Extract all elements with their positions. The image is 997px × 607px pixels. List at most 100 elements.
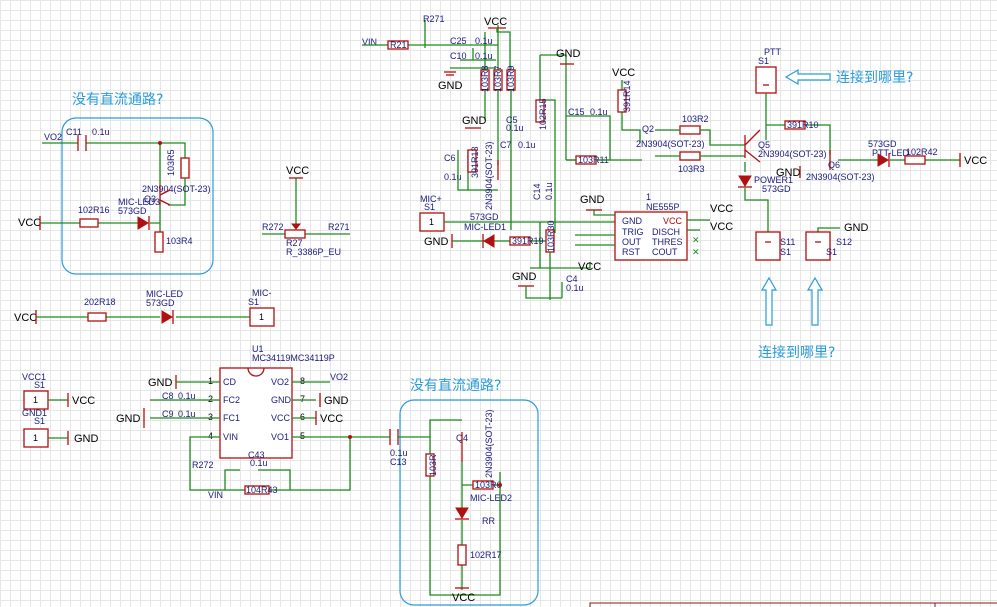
gnd-c5: GND: [462, 115, 487, 127]
c13-value: 0.1u: [390, 448, 408, 458]
r18-label: 202R18: [84, 297, 116, 307]
svg-text:1: 1: [259, 312, 264, 322]
arrow-up-icon-1: [760, 276, 778, 326]
ne555-ref: 1: [646, 192, 651, 202]
net-vo2-label: VO2: [44, 132, 62, 142]
vcc-net-top: VCC: [484, 16, 507, 28]
vcc-net-vcc1: VCC: [72, 395, 95, 407]
vcc-net-555-b: VCC: [710, 221, 733, 233]
ne555-section: MIC+ S1 1 573GD MIC-LED1 GND 391R19 103R…: [419, 192, 733, 300]
block-mic-amp-left: VO2 C11 0.1u 103R5 2N3904(SOT-23) Q3 VCC…: [18, 127, 211, 253]
gnd-q6: GND: [776, 167, 801, 179]
r6-label: 103R6: [475, 480, 502, 490]
c6-label: C6: [444, 153, 456, 163]
svg-text:✕: ✕: [692, 247, 700, 257]
svg-text:103R9: 103R9: [506, 65, 516, 92]
svg-text:S1: S1: [248, 297, 259, 307]
ptt-led-label: PTT-LED: [872, 148, 910, 158]
svg-text:391R13: 391R13: [470, 146, 480, 178]
r10-label: 391R10: [787, 120, 819, 130]
gnd1-label: GND1: [22, 408, 47, 418]
q3-ref: Q3: [144, 194, 156, 204]
svg-text:8: 8: [300, 376, 305, 386]
vcc-net-555-rst: VCC: [578, 261, 601, 273]
c25-label: C25: [450, 36, 467, 46]
r4-label: 103R4: [166, 236, 193, 246]
s11-connector[interactable]: [755, 231, 781, 261]
title-block-edge: [589, 602, 997, 607]
ptt-section: PTT S1 391R10 103R2 103R3 Q2 2N3904(SOT-…: [636, 47, 987, 261]
svg-text:0.1u: 0.1u: [475, 51, 493, 61]
r27-label: R27: [286, 238, 303, 248]
q4-part: 2N3904(SOT-23): [484, 409, 494, 478]
vcc-net-u1: VCC: [320, 413, 343, 425]
r30-label: 103R30: [546, 220, 556, 252]
mic-minus-connector[interactable]: [249, 307, 275, 327]
svg-text:VCC: VCC: [663, 216, 683, 226]
svg-text:0.1u: 0.1u: [444, 172, 462, 182]
q2-ref: Q2: [642, 124, 654, 134]
svg-text:0.1u: 0.1u: [178, 391, 196, 401]
u1-ref: U1: [252, 344, 264, 354]
r11-label: 103R11: [578, 155, 609, 165]
gnd-top-left: GND: [438, 80, 463, 92]
r27-part: R_3386P_EU: [286, 247, 341, 257]
c14-label: C14: [532, 183, 542, 200]
r272-u1: R272: [192, 460, 214, 470]
q4-stage: 0.1u C13 103R Q4 2N3904(SOT-23) 103R6 MI…: [380, 409, 512, 604]
svg-text:CD: CD: [223, 377, 236, 387]
vcc-net-2: VCC: [14, 312, 37, 324]
svg-text:1: 1: [208, 376, 213, 386]
svg-text:S1: S1: [424, 202, 435, 212]
svg-text:103R7: 103R7: [493, 65, 503, 92]
svg-text:DISCH: DISCH: [652, 227, 680, 237]
note-connect-to-2: 连接到哪里?: [758, 344, 835, 361]
svg-text:S1: S1: [34, 416, 45, 426]
svg-text:0.1u: 0.1u: [590, 107, 608, 117]
mic-led-label: MIC-LED: [146, 289, 184, 299]
svg-text:S1: S1: [826, 247, 837, 257]
c9-label: C9: [162, 409, 174, 419]
note-box-2: [399, 399, 539, 606]
c43-label: C43: [248, 450, 265, 460]
svg-text:GND: GND: [622, 216, 643, 226]
power-connectors: VCC1 S1 1 VCC GND1 S1 1 GND: [22, 372, 99, 448]
r15-label: 102R15: [538, 98, 548, 130]
u1-part: MC34119MC34119P: [252, 353, 335, 363]
mic-led3-label: MIC-LED3: [118, 197, 160, 207]
note-connect-to-1: 连接到哪里?: [836, 69, 913, 86]
r16-label: 102R16: [78, 205, 110, 215]
svg-text:5: 5: [300, 431, 305, 441]
svg-text:0.1u: 0.1u: [475, 36, 493, 46]
vcc-net-555-a: VCC: [710, 203, 733, 215]
mic-minus-label: MIC-: [252, 288, 272, 298]
r5-label: 103R5: [166, 149, 176, 176]
svg-text:1: 1: [33, 433, 38, 443]
c11-label: C11: [66, 127, 82, 137]
r272-label: R272: [262, 222, 284, 232]
svg-text:COUT: COUT: [652, 247, 678, 257]
svg-text:2: 2: [208, 394, 213, 404]
vcc-net-ptt: VCC: [964, 155, 987, 167]
q5-part: 2N3904(SOT-23): [758, 149, 827, 159]
svg-text:S1: S1: [758, 56, 769, 66]
top-centre-network: VIN R21 R271 VCC C25 0.1u C10 0.1u GND 1…: [362, 14, 642, 233]
vcc1-label: VCC1: [22, 372, 46, 382]
s12-label: S12: [836, 237, 852, 247]
gnd-r15: GND: [556, 48, 581, 60]
mic-led3-part: 573GD: [118, 206, 147, 216]
gnd-u1-fc: GND: [116, 413, 141, 425]
r3-label: 103R3: [678, 164, 705, 174]
arrow-up-icon-2: [806, 276, 824, 326]
r43-label: 104R43: [246, 485, 278, 495]
q1-part: 2N3904(SOT-23): [484, 141, 494, 210]
ptt-connector[interactable]: [755, 66, 777, 94]
gnd-c4: GND: [512, 271, 537, 283]
mic-led-part: 573GD: [146, 298, 175, 308]
gnd-s12: GND: [844, 222, 869, 234]
svg-text:103R: 103R: [428, 454, 438, 476]
svg-text:6: 6: [300, 412, 305, 422]
s12-connector[interactable]: [805, 231, 831, 261]
svg-text:1: 1: [33, 395, 38, 405]
